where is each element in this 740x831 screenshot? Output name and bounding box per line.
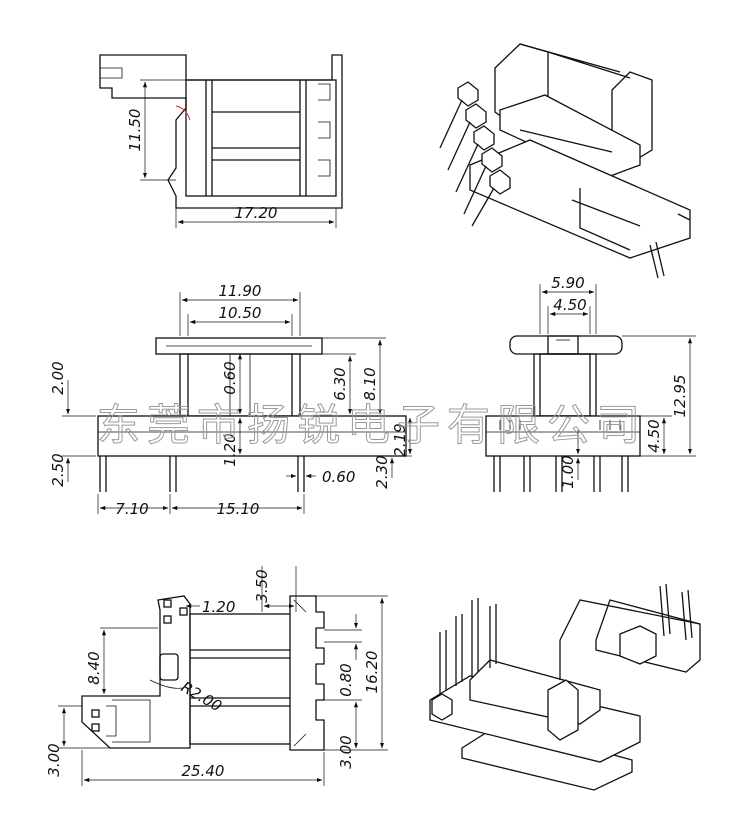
front-left-top-label: 2.00 — [49, 361, 67, 394]
side-top-outer-label: 5.90 — [551, 274, 584, 292]
bottom-view: 3.50 1.20 8.40 R2.00 0.80 16.20 3.00 3.0… — [45, 566, 388, 786]
bottom-right-b-label: 16.20 — [363, 651, 381, 694]
bottom-top-label: 3.50 — [253, 569, 271, 602]
side-top-flange — [509, 335, 623, 355]
top-view-width-label: 17.20 — [235, 204, 278, 222]
front-pin-label: 0.60 — [322, 468, 355, 486]
front-top-outer-label: 11.90 — [219, 282, 262, 300]
front-bottom-left-label: 7.10 — [115, 500, 148, 518]
front-right-b-label: 8.10 — [361, 367, 379, 400]
bobbin-body-top — [185, 79, 337, 197]
side-height-label: 12.95 — [671, 375, 689, 418]
front-right-d-label: 2.19 — [391, 423, 409, 456]
side-base — [485, 415, 641, 457]
side-lower-label: 4.50 — [645, 419, 663, 452]
front-center-bottom-label: 1.20 — [221, 433, 239, 466]
front-bottom-right-label: 15.10 — [217, 500, 260, 518]
front-top-inner-label: 10.50 — [219, 304, 262, 322]
bottom-right-c-label: 3.00 — [337, 735, 355, 768]
bottom-width-label: 25.40 — [182, 762, 225, 780]
isometric-view-upper — [439, 43, 691, 279]
bottom-right-flange — [289, 595, 325, 751]
side-view: 5.90 4.50 12.95 4.50 1.00 — [485, 274, 696, 492]
bottom-right-a-label: 0.80 — [337, 663, 355, 696]
front-view: 11.90 10.50 2.00 2.50 0.60 1.20 6.30 8.1… — [49, 282, 413, 518]
top-view: 11.50 17.20 — [99, 54, 343, 228]
front-left-bottom-label: 2.50 — [49, 453, 67, 486]
bottom-left-bottom-label: 3.00 — [45, 743, 63, 776]
front-right-c-label: 2.30 — [373, 455, 391, 488]
company-watermark: 东莞市扬锐电子有限公司 — [97, 401, 647, 451]
bottom-left-label: 8.40 — [85, 651, 103, 684]
front-right-a-label: 6.30 — [331, 367, 349, 400]
bottom-slot-label: 1.20 — [202, 598, 235, 616]
isometric-view-lower — [429, 583, 701, 791]
side-pin-label: 1.00 — [559, 455, 577, 488]
front-center-top-label: 0.60 — [221, 361, 239, 394]
side-top-inner-label: 4.50 — [553, 296, 586, 314]
top-view-height-label: 11.50 — [126, 109, 144, 152]
front-base — [97, 415, 407, 457]
